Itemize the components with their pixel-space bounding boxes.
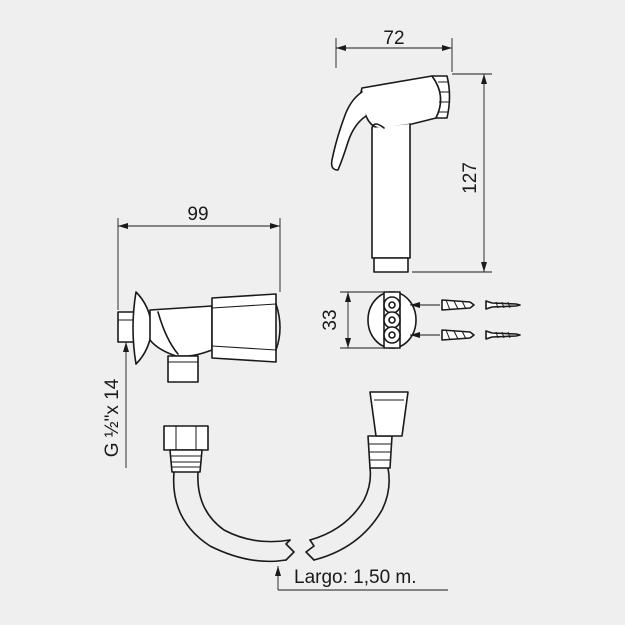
dimension-99-label: 99: [187, 204, 208, 225]
wall-plate: [367, 291, 417, 349]
angle-valve: [117, 291, 281, 383]
dimension-33-label: 33: [320, 309, 341, 330]
thread-callout: G ½"x 14: [102, 342, 129, 468]
hand-shower: [330, 75, 451, 273]
dimension-72: 72: [335, 28, 453, 72]
dimension-72-label: 72: [383, 28, 404, 49]
dimension-33: 33: [320, 291, 392, 349]
thread-label: G ½"x 14: [102, 378, 123, 457]
hose-length-label: Largo: 1,50 m.: [294, 567, 417, 588]
wall-plugs: [410, 299, 475, 341]
screws: [485, 300, 521, 340]
hose-length-callout: Largo: 1,50 m.: [275, 566, 448, 591]
hose: [163, 391, 409, 563]
dimension-99: 99: [117, 204, 281, 310]
dimension-127-label: 127: [460, 162, 481, 194]
dimension-127: 127: [412, 73, 492, 273]
